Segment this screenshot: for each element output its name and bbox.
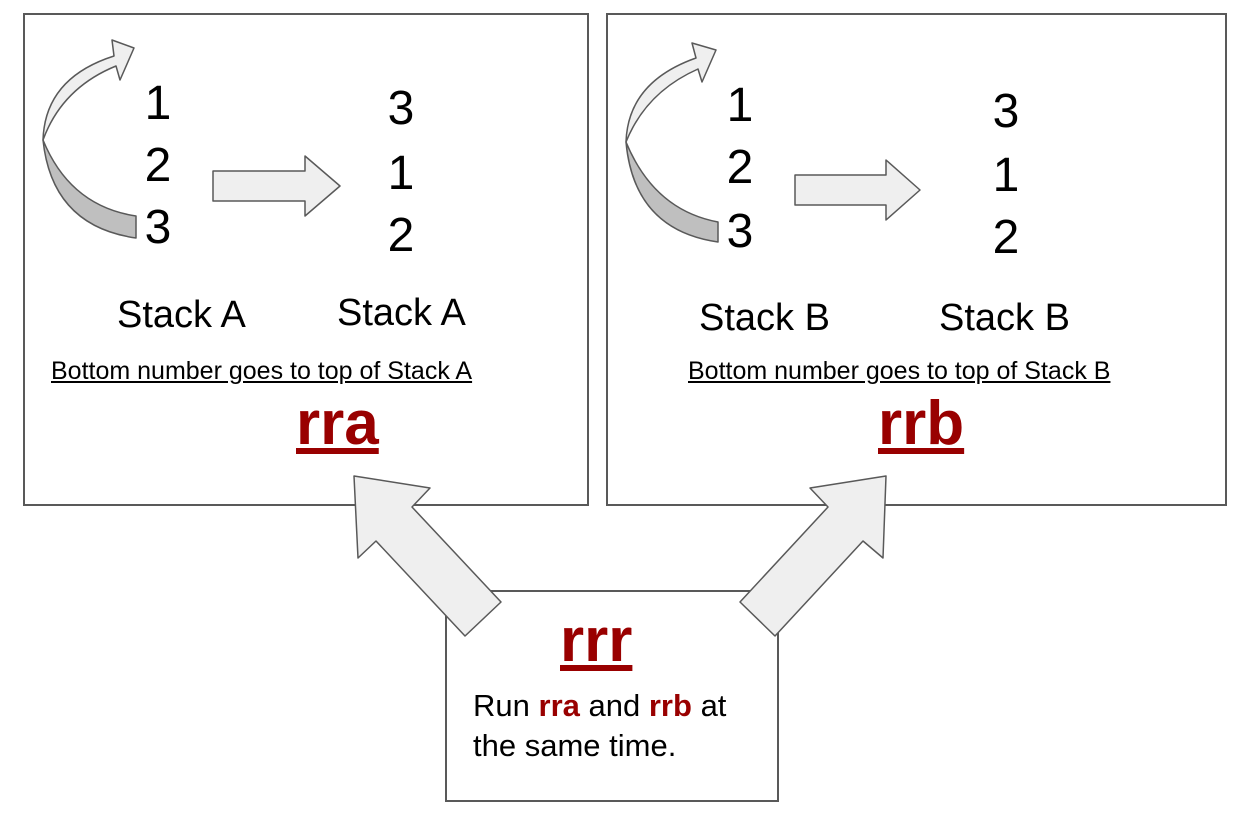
rra-description: Bottom number goes to top of Stack A (51, 357, 473, 385)
panel-rrb (606, 13, 1227, 506)
stack-b-after-item: 3 (992, 85, 1020, 138)
curved-rotate-arrow-icon (625, 42, 719, 243)
diagonal-arrow-icon (353, 475, 502, 637)
rrr-command: rrr (560, 606, 633, 675)
rrb-command: rrb (878, 389, 965, 458)
diagonal-arrow-icon (739, 475, 887, 637)
rrr-text-and: and (588, 688, 641, 723)
rrr-text-rra: rra (538, 688, 580, 723)
panel-rrr (445, 590, 779, 802)
rra-command: rra (296, 389, 379, 458)
right-arrow-icon (794, 159, 921, 221)
rrr-text-run: Run (473, 688, 530, 723)
curved-rotate-arrow-icon (42, 39, 137, 239)
rrr-text-rrb: rrb (648, 688, 692, 723)
rrr-text-end: at the same time. (473, 688, 727, 764)
stack-b-label-before: Stack B (699, 297, 830, 339)
stack-a-after-item: 3 (387, 82, 415, 135)
rrr-description: Run rra and rrb at the same time. (473, 686, 773, 767)
stack-b-before-item: 2 (726, 141, 754, 194)
stack-a-before-item: 2 (144, 139, 172, 192)
stack-b-before-item: 1 (726, 79, 754, 132)
stack-b-after-item: 2 (992, 211, 1020, 264)
rrb-description: Bottom number goes to top of Stack B (688, 357, 1111, 385)
panel-rra (23, 13, 589, 506)
stack-a-label-before: Stack A (117, 294, 246, 336)
stack-b-after-item: 1 (992, 149, 1020, 202)
stack-a-after-item: 2 (387, 209, 415, 262)
stack-a-before-item: 3 (144, 201, 172, 254)
stack-b-before-item: 3 (726, 205, 754, 258)
right-arrow-icon (212, 155, 341, 217)
stack-a-label-after: Stack A (337, 292, 466, 334)
stack-a-after-item: 1 (387, 147, 415, 200)
stack-a-before-item: 1 (144, 77, 172, 130)
stack-b-label-after: Stack B (939, 297, 1070, 339)
